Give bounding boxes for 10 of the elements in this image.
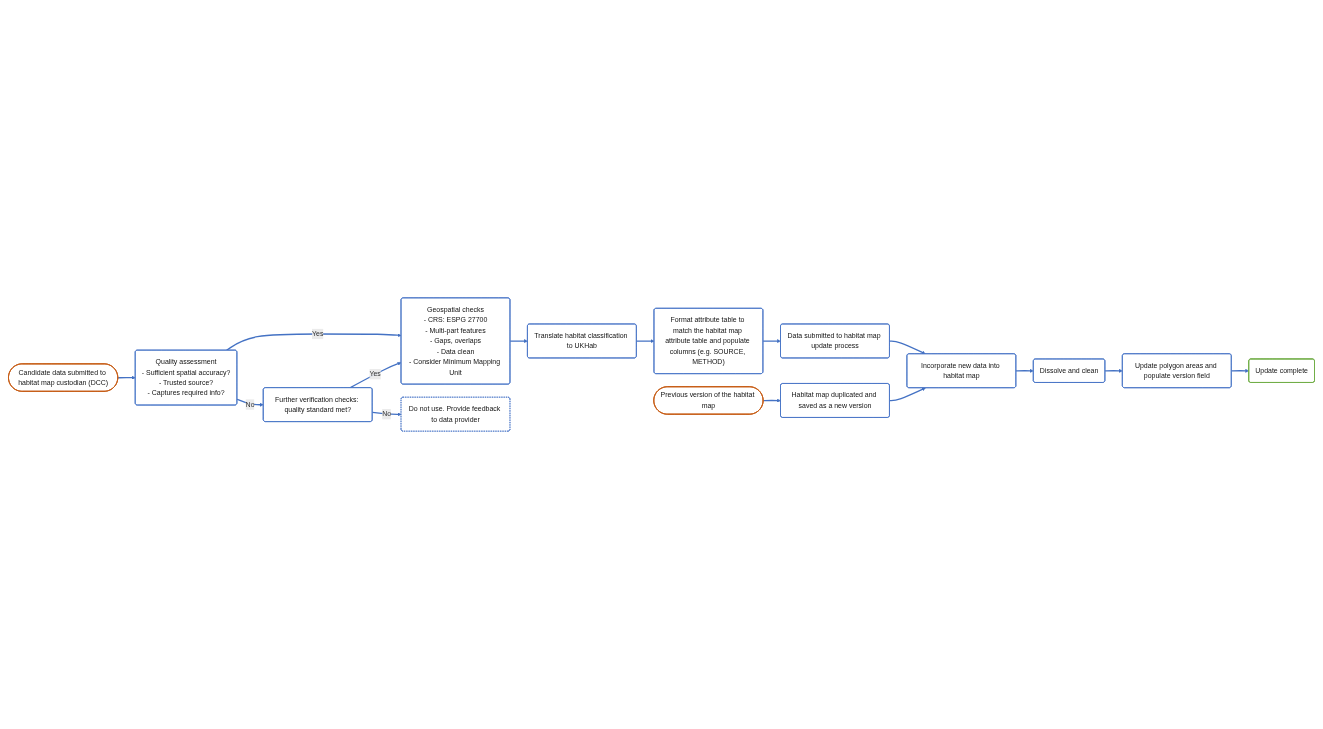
arrow	[889, 387, 926, 402]
arrow	[762, 339, 781, 343]
arrow	[225, 333, 402, 351]
arrow	[635, 339, 655, 343]
arrow	[236, 398, 264, 407]
arrow	[1015, 368, 1034, 373]
arrow	[889, 340, 926, 355]
arrow	[762, 398, 781, 403]
arrow	[349, 361, 402, 389]
arrow	[509, 339, 528, 343]
